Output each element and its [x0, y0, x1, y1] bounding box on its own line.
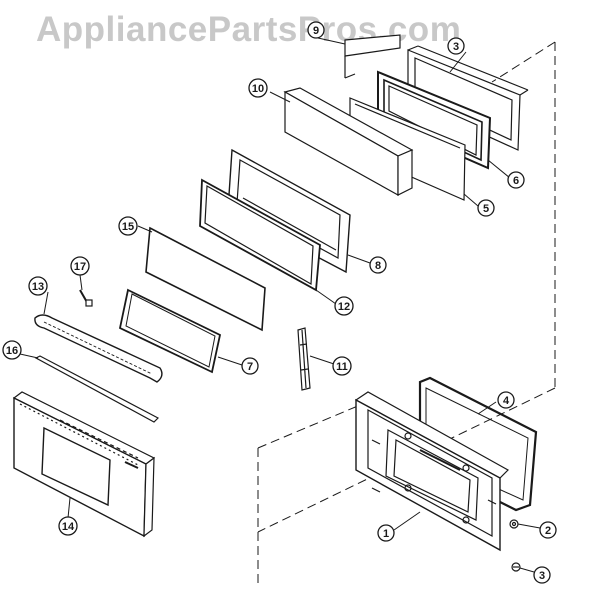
callout-9: 9	[313, 25, 319, 37]
part-17-screw	[79, 289, 93, 307]
part-13-door-handle	[34, 314, 163, 383]
callout-7: 7	[247, 361, 253, 373]
callout-6: 6	[513, 175, 519, 187]
callout-14: 14	[62, 521, 75, 533]
callout-13: 13	[32, 281, 44, 293]
callout-17: 17	[74, 261, 86, 273]
part-16-trim-strip	[34, 355, 160, 423]
dashed-boundary	[257, 41, 556, 585]
part-15-glass-panel	[145, 226, 266, 332]
callout-16: 16	[6, 345, 18, 357]
part-3-screw	[511, 562, 521, 572]
callout-11: 11	[336, 361, 348, 373]
part-7-window-glass	[118, 288, 222, 374]
callout-8: 8	[375, 260, 381, 272]
part-11-side-bracket	[297, 327, 311, 391]
part-14-outer-door-panel	[12, 391, 156, 538]
callout-2: 2	[545, 525, 551, 537]
callout-1: 1	[383, 528, 389, 540]
callout-12: 12	[338, 301, 350, 313]
part-9-top-trim	[344, 34, 401, 79]
leader-lines	[19, 37, 541, 573]
callout-5-bottom: 5	[483, 203, 489, 215]
callout-3-top: 3	[453, 41, 459, 53]
callout-circles	[2, 21, 557, 584]
callout-10: 10	[252, 83, 264, 95]
callout-15: 15	[122, 221, 134, 233]
part-8-window-frame	[227, 148, 351, 274]
callout-4: 4	[503, 395, 510, 407]
part-10-door-top-panel	[283, 87, 414, 197]
callout-3-bottom: 3	[539, 570, 545, 582]
part-1-inner-door-liner	[354, 391, 509, 552]
part-2-nut	[509, 519, 519, 529]
